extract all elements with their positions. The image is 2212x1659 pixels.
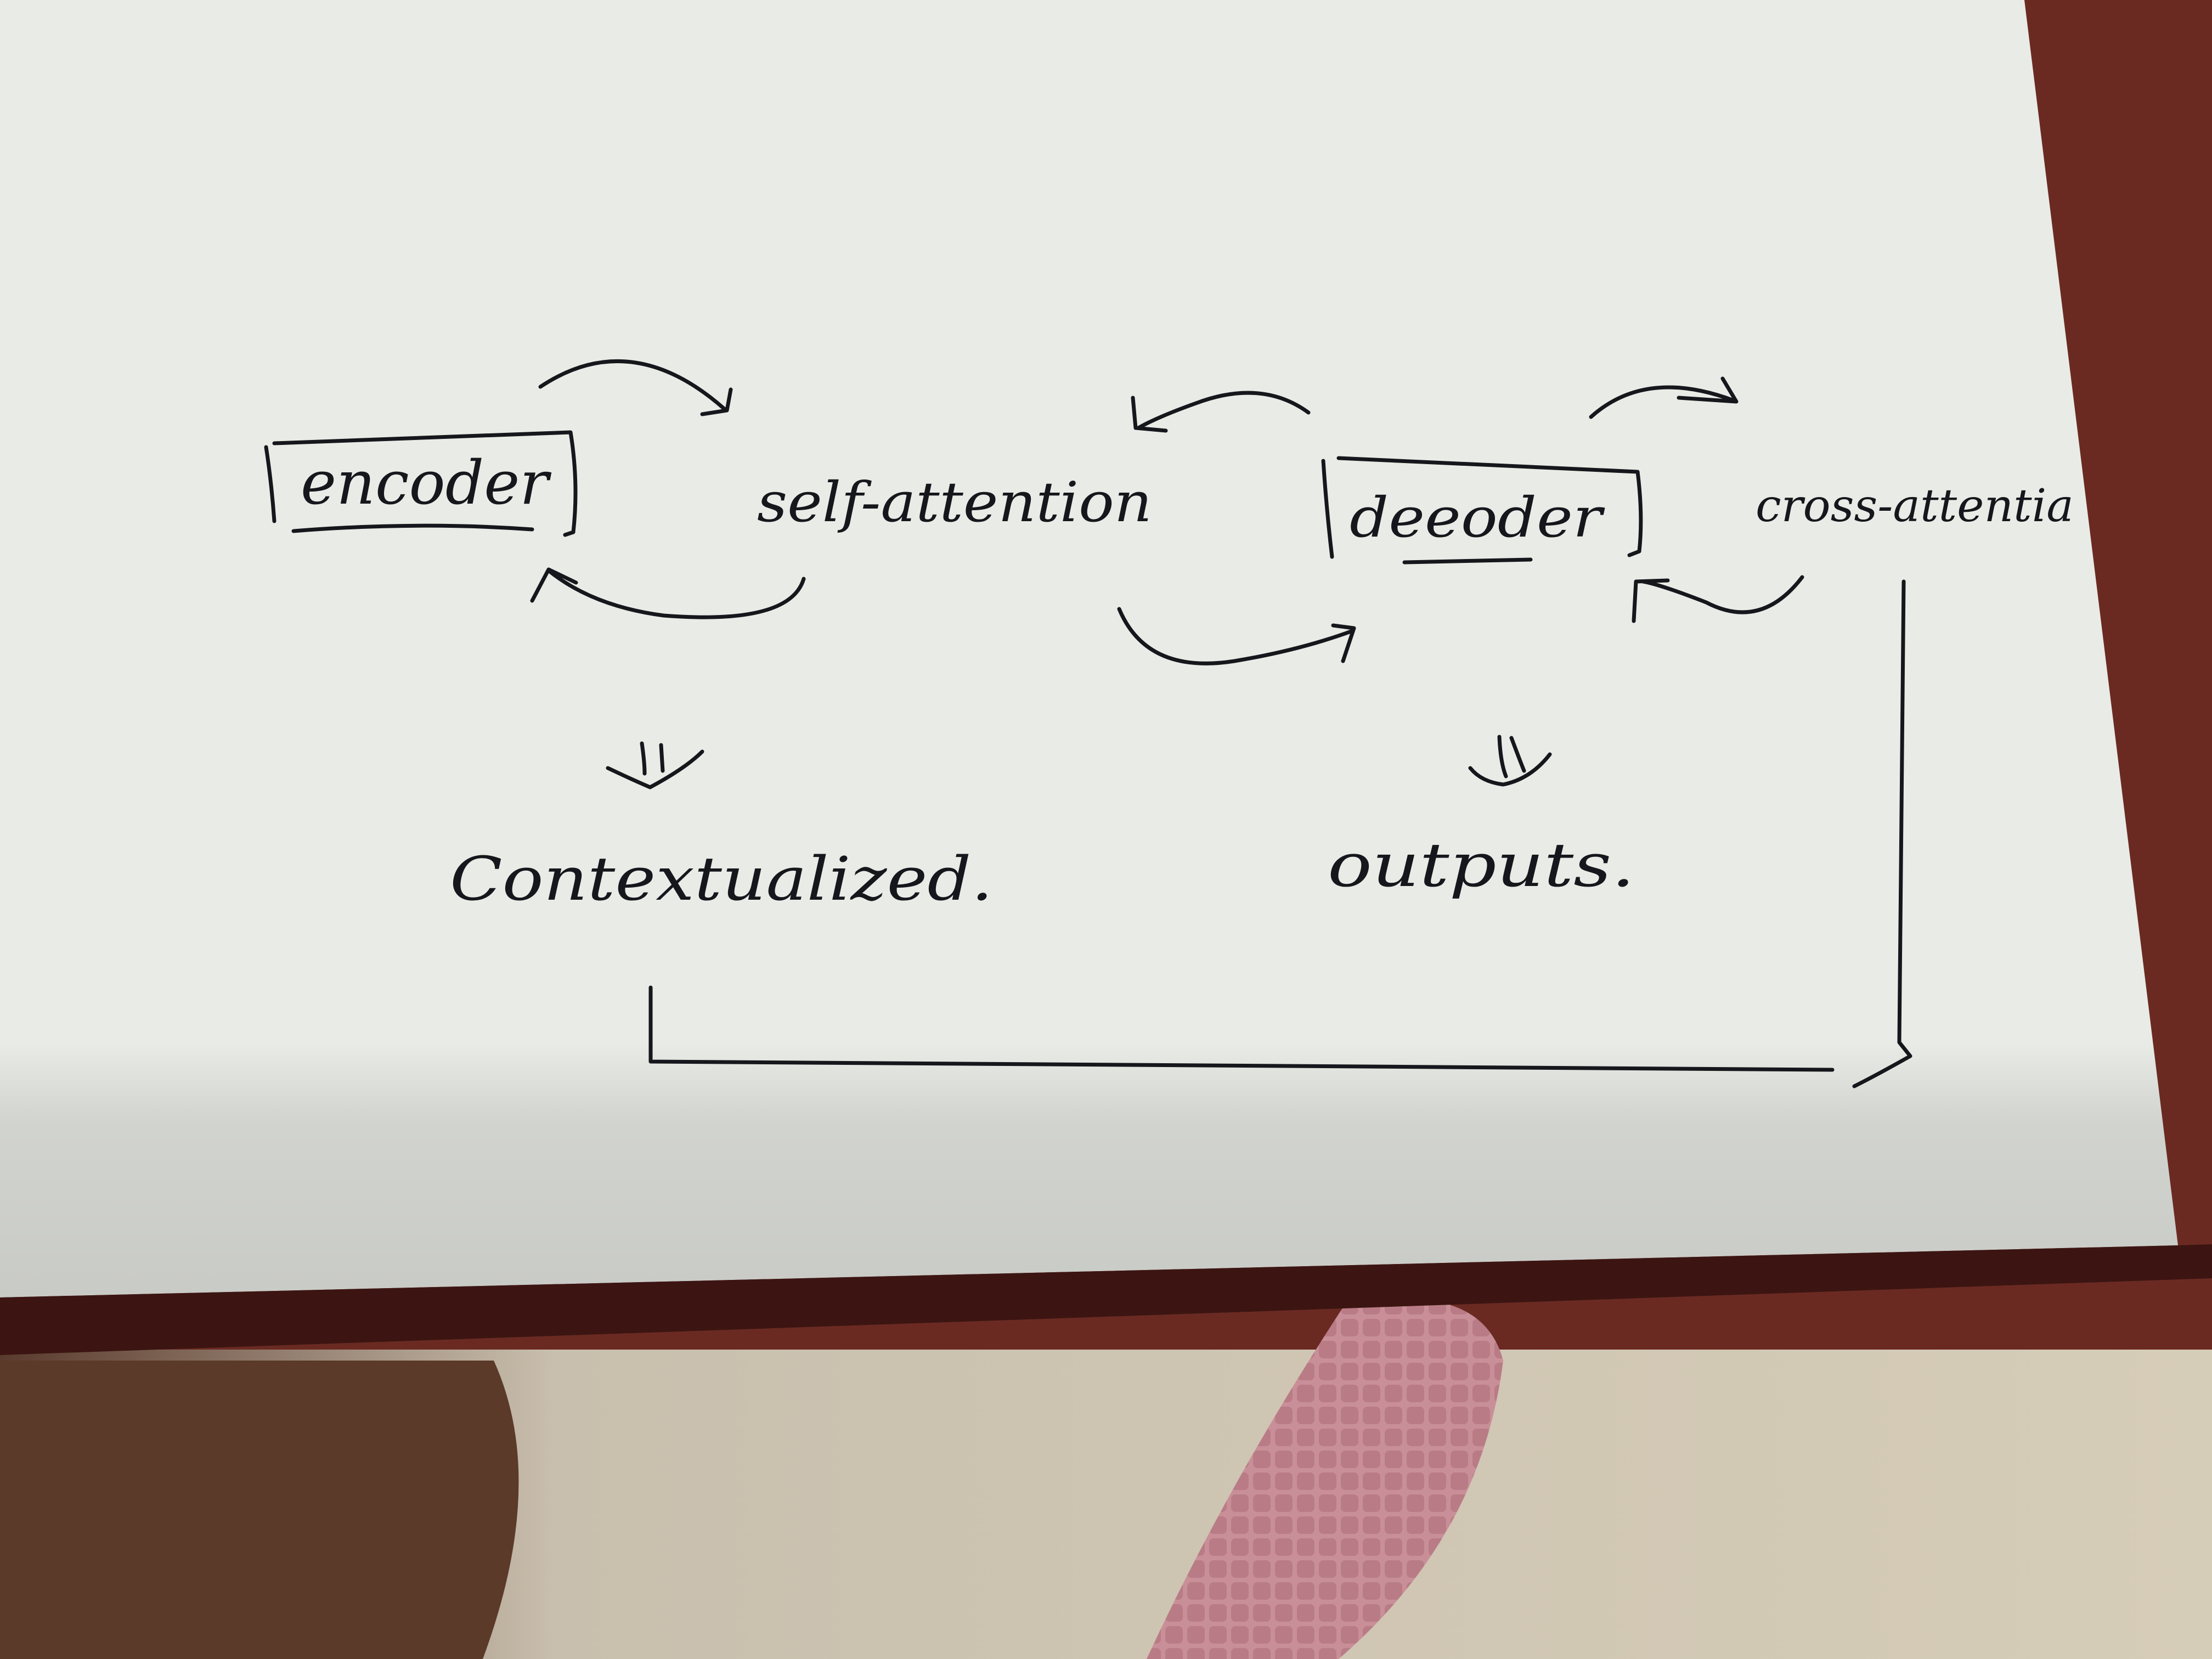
slipper	[1147, 1299, 1503, 1659]
knee	[0, 1361, 519, 1659]
arrow-encoder-to-self-attention	[538, 359, 733, 416]
decoder-box	[1321, 456, 1643, 565]
encoder-label: encoder	[301, 448, 552, 518]
arrow-down-outputs	[1468, 735, 1552, 787]
self-attention-label: self-attention	[757, 470, 1152, 534]
table-edge	[0, 1244, 2212, 1355]
arrow-cross-attention-to-decoder	[1632, 575, 1804, 623]
cross-attention-label: cross-attentia	[1756, 480, 2074, 532]
feedback-loop-line	[648, 579, 1912, 1088]
ink-drawing	[264, 359, 1912, 1088]
arrow-decoder-to-self-attention	[1131, 391, 1311, 433]
contextualized-label: Contextualized.	[450, 844, 993, 914]
arrow-self-attention-to-decoder	[1117, 607, 1356, 665]
decoder-label: deeoder	[1350, 486, 1605, 550]
encoder-box	[264, 430, 578, 537]
arrow-self-attention-to-encoder	[530, 567, 806, 619]
arrow-decoder-to-cross-attention	[1589, 376, 1739, 419]
arrow-down-contextualized	[606, 741, 704, 789]
outputs-label: outputs.	[1328, 830, 1635, 900]
